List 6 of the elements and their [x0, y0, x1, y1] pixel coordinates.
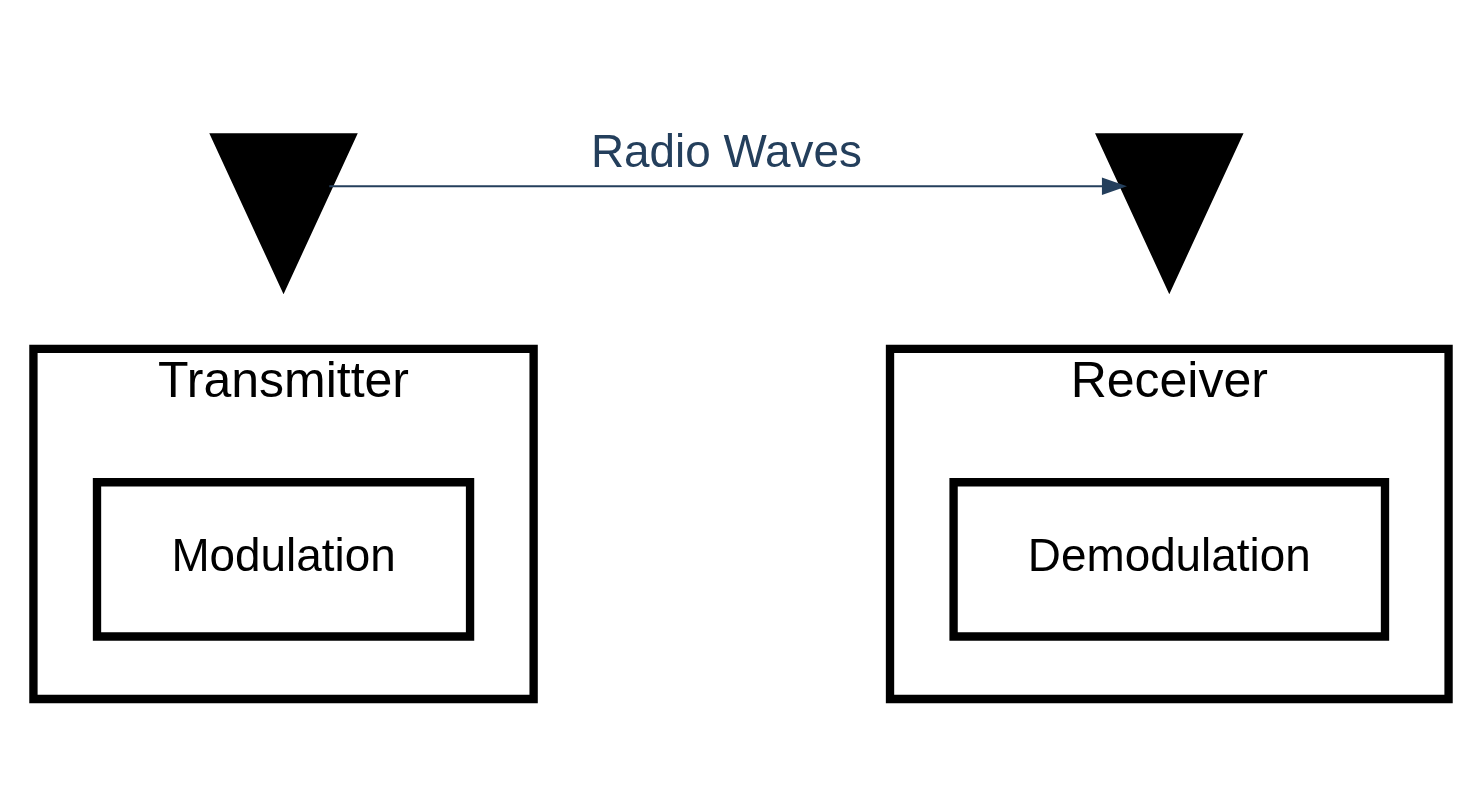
node-antenna: [209, 132, 358, 294]
node-antenna: [1095, 132, 1244, 294]
node-box: Modulation: [92, 477, 475, 641]
node-box: Demodulation: [949, 477, 1390, 641]
arrow: [329, 177, 1127, 195]
edge-label: Radio Waves: [590, 124, 862, 177]
